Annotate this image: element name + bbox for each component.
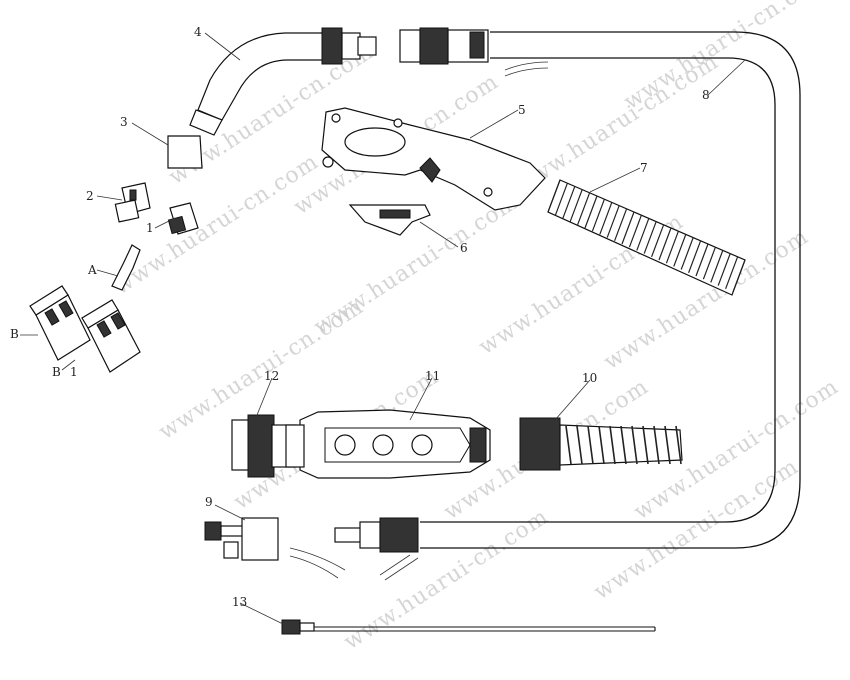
spring-coil [653, 425, 660, 465]
part-A-contact-tip [111, 244, 141, 291]
spring-coil [628, 214, 642, 248]
callout-B-bottom: B [52, 365, 61, 379]
spring-coil [609, 425, 616, 465]
spring-coil [599, 202, 613, 235]
part-11-handle-shell [285, 409, 491, 479]
part-7-spring [547, 179, 746, 296]
callout-2: 2 [86, 189, 94, 203]
spring-coil [664, 425, 671, 465]
part-8-cable [420, 31, 801, 549]
spring-coil [688, 240, 702, 274]
callout-12: 12 [264, 369, 279, 383]
part-8-connector [399, 27, 549, 77]
part-1-connector [167, 202, 199, 235]
spring-coil [642, 425, 649, 465]
spring-coil [673, 234, 687, 267]
spring-coil [565, 425, 572, 465]
spring-coil [717, 253, 731, 286]
part-5-handle [321, 107, 546, 211]
callout-4: 4 [194, 25, 202, 39]
spring-coil [562, 186, 576, 219]
callout-1: 1 [146, 221, 154, 235]
spring-coil [587, 425, 594, 465]
spring-coil [576, 425, 583, 465]
leader-lines [20, 32, 746, 626]
spring-coil [631, 425, 638, 465]
part-B-nozzle-left [29, 285, 91, 361]
spring-coil [554, 182, 568, 216]
callout-8: 8 [702, 88, 710, 102]
spring-coil [606, 205, 620, 238]
callout-5: 5 [518, 103, 526, 117]
spring-coil [658, 227, 672, 261]
spring-coil [732, 259, 746, 293]
spring-coil [598, 425, 605, 465]
spring-coil [621, 211, 635, 245]
spring-coil [651, 224, 665, 258]
part-9-connector [204, 517, 346, 579]
spring-coil [620, 425, 627, 465]
spring-coil [725, 256, 739, 290]
callout-3: 3 [120, 115, 128, 129]
spring-coil [680, 237, 694, 270]
watermark: www.huarui-cn.com [110, 149, 324, 300]
spring-coil [695, 243, 709, 277]
spring-coil [547, 179, 561, 213]
callout-B-left: B [10, 327, 19, 341]
spring-coil [710, 250, 724, 283]
callout-13: 13 [232, 595, 247, 609]
spring-coil [591, 198, 605, 232]
spring-coil [584, 195, 598, 229]
callout-A: A [87, 263, 97, 277]
callout-6: 6 [460, 241, 468, 255]
callout-9: 9 [205, 495, 213, 509]
part-B-nozzle-right [81, 299, 141, 373]
callout-labels: 4 3 2 1 A B B 1 5 6 7 8 10 11 12 9 13 [10, 25, 710, 609]
callout-11: 11 [425, 369, 440, 383]
part-3 [167, 135, 203, 169]
spring-coil [636, 218, 650, 251]
part-10-spring [519, 417, 683, 471]
spring-coil [577, 192, 591, 226]
callout-1-bottom: 1 [70, 365, 78, 379]
callout-7: 7 [640, 161, 648, 175]
spring-coil [675, 425, 682, 465]
spring-coil [569, 189, 583, 222]
callout-10: 10 [582, 371, 597, 385]
part-2-connector [114, 182, 151, 223]
spring-coil [643, 221, 657, 254]
spring-coil [665, 230, 679, 264]
part-8-front-connector [334, 517, 419, 581]
part-13-liner [281, 619, 656, 635]
spring-coil [614, 208, 628, 242]
part-4-gooseneck [189, 27, 377, 136]
spring-coil [702, 246, 716, 280]
part-6-trigger [348, 204, 431, 236]
